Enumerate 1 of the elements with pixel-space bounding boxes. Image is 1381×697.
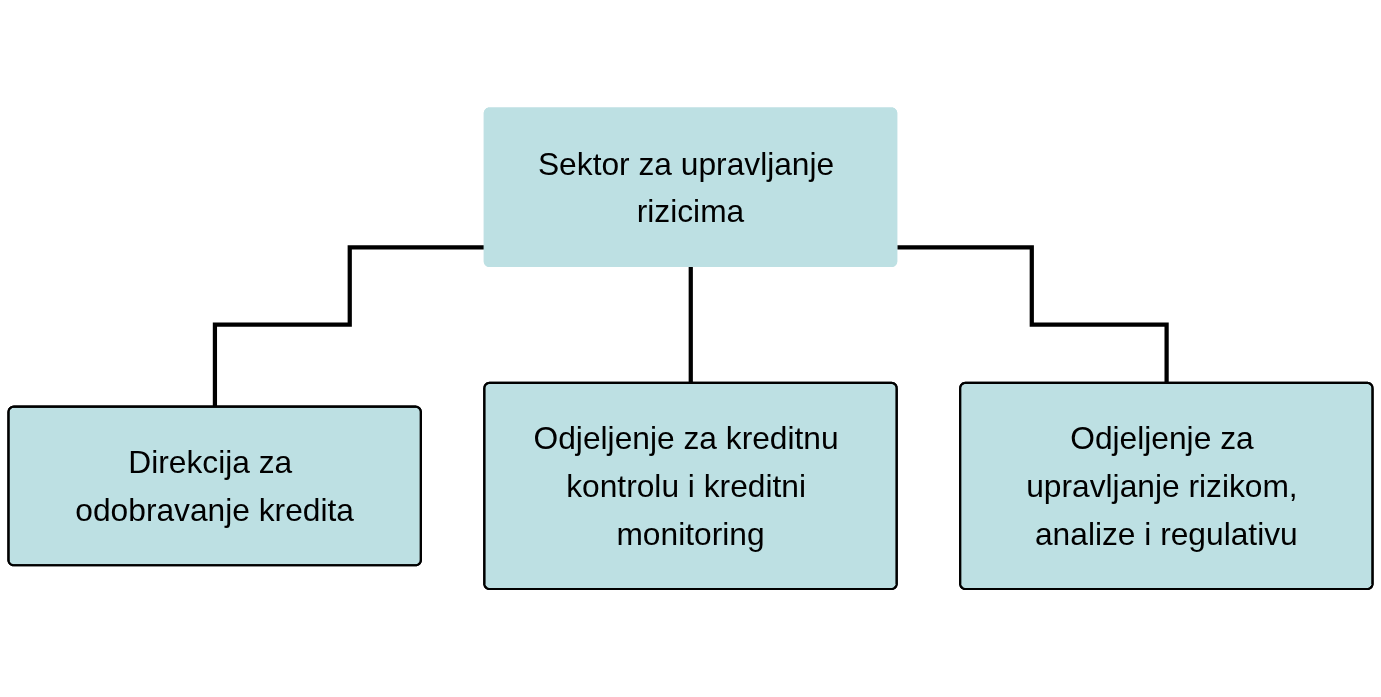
org-chart: Sektor za upravljanje rizicima Direkcija za odobravanje kredita Odjeljenje za kreditnu kontrolu i kreditni monitoring Odjeljenje za upravljanje rizikom, analize i regulativu <box>0 0 1381 697</box>
